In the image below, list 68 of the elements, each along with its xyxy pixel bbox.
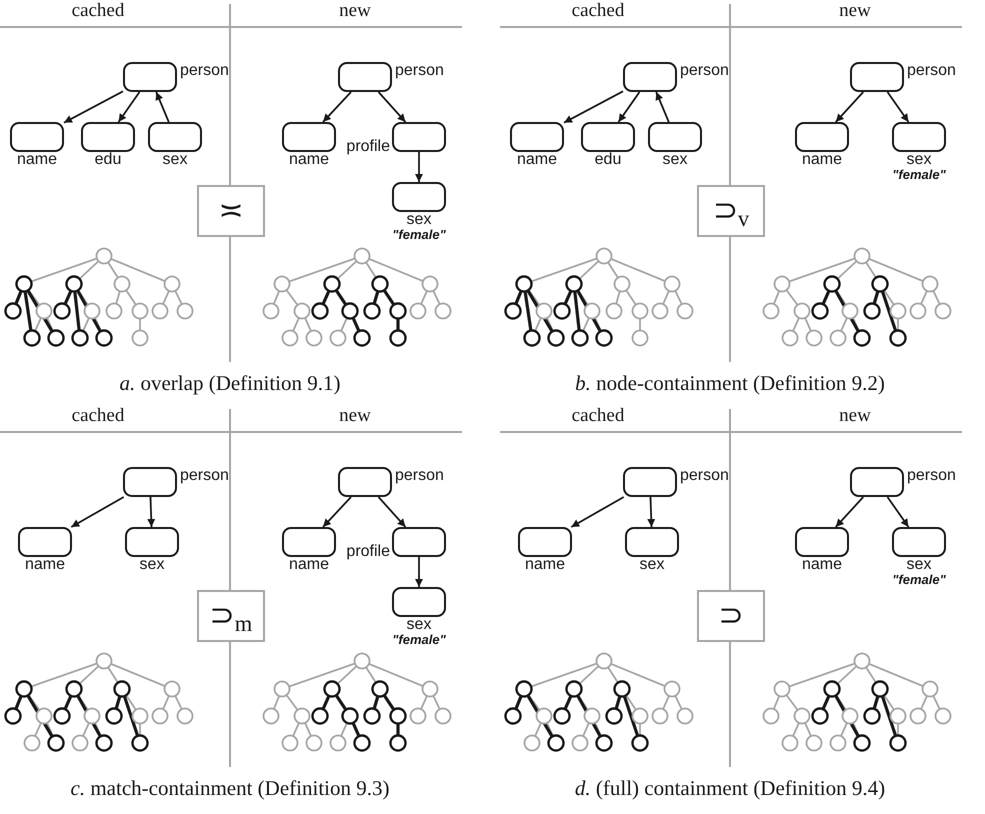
node-label: sex xyxy=(406,212,432,228)
node-label: sex xyxy=(662,152,688,168)
node-label: person xyxy=(395,468,444,484)
relation-symbol-box: ⊃ xyxy=(697,590,765,642)
node-label: name xyxy=(802,557,842,573)
arrow xyxy=(70,496,124,528)
column-header: cached xyxy=(72,0,124,22)
arrow xyxy=(322,496,352,528)
panel-caption: c. match-containment (Definition 9.3) xyxy=(70,775,390,802)
node-label: person xyxy=(180,63,229,79)
relation-symbol-box: ⊃$_{m}$ xyxy=(197,590,265,642)
node-label: sex xyxy=(640,557,664,573)
arrow xyxy=(655,92,670,122)
node-label: edu xyxy=(94,152,122,168)
column-header: new xyxy=(339,0,371,22)
node-label: name xyxy=(524,557,566,573)
arrow xyxy=(64,90,124,124)
node-label: person xyxy=(395,63,444,79)
column-header: new xyxy=(839,405,871,427)
arrow xyxy=(415,557,423,587)
node-label: person xyxy=(180,468,229,484)
column-header: cached xyxy=(72,405,124,427)
arrow xyxy=(378,496,406,528)
node-label: sex xyxy=(406,617,432,633)
arrow xyxy=(570,496,624,528)
column-header: new xyxy=(339,405,371,427)
node-value: "female" xyxy=(892,573,946,587)
node-label: profile xyxy=(346,544,390,560)
arrow xyxy=(618,91,640,123)
arrow xyxy=(415,152,423,182)
column-header: cached xyxy=(572,405,624,427)
node-value: "female" xyxy=(892,168,946,182)
panel-caption: b. node-containment (Definition 9.2) xyxy=(575,370,885,397)
node-label: name xyxy=(288,152,330,168)
node-label: person xyxy=(680,468,729,484)
node-label: person xyxy=(680,63,729,79)
arrow xyxy=(835,496,864,528)
node-label: person xyxy=(907,63,956,79)
node-label: sex xyxy=(162,152,188,168)
column-header: new xyxy=(839,0,871,22)
arrow xyxy=(118,91,140,123)
node-label: person xyxy=(907,468,956,484)
relation-symbol-box: ⊃$_{v}$ xyxy=(697,185,765,237)
node-value: "female" xyxy=(392,633,446,647)
node-label: name xyxy=(288,557,330,573)
node-label: sex xyxy=(906,152,932,168)
arrow xyxy=(564,90,624,124)
node-label: profile xyxy=(346,139,390,155)
arrow xyxy=(886,496,910,528)
node-label: sex xyxy=(906,557,932,573)
node-label: name xyxy=(802,152,842,168)
arrow xyxy=(378,91,406,123)
column-header: cached xyxy=(572,0,624,22)
node-label: name xyxy=(24,557,66,573)
relation-symbol-box: ≍ xyxy=(197,185,265,237)
arrow xyxy=(647,496,656,528)
node-label: sex xyxy=(140,557,164,573)
node-label: edu xyxy=(594,152,622,168)
arrow xyxy=(322,91,352,123)
node-label: name xyxy=(16,152,58,168)
arrow xyxy=(147,496,156,528)
panel-caption: d. (full) containment (Definition 9.4) xyxy=(574,775,886,802)
arrow xyxy=(155,92,170,122)
node-value: "female" xyxy=(392,228,446,242)
arrow xyxy=(835,91,864,123)
arrow xyxy=(886,91,910,123)
panel-caption: a. overlap (Definition 9.1) xyxy=(119,370,341,397)
node-label: name xyxy=(516,152,558,168)
